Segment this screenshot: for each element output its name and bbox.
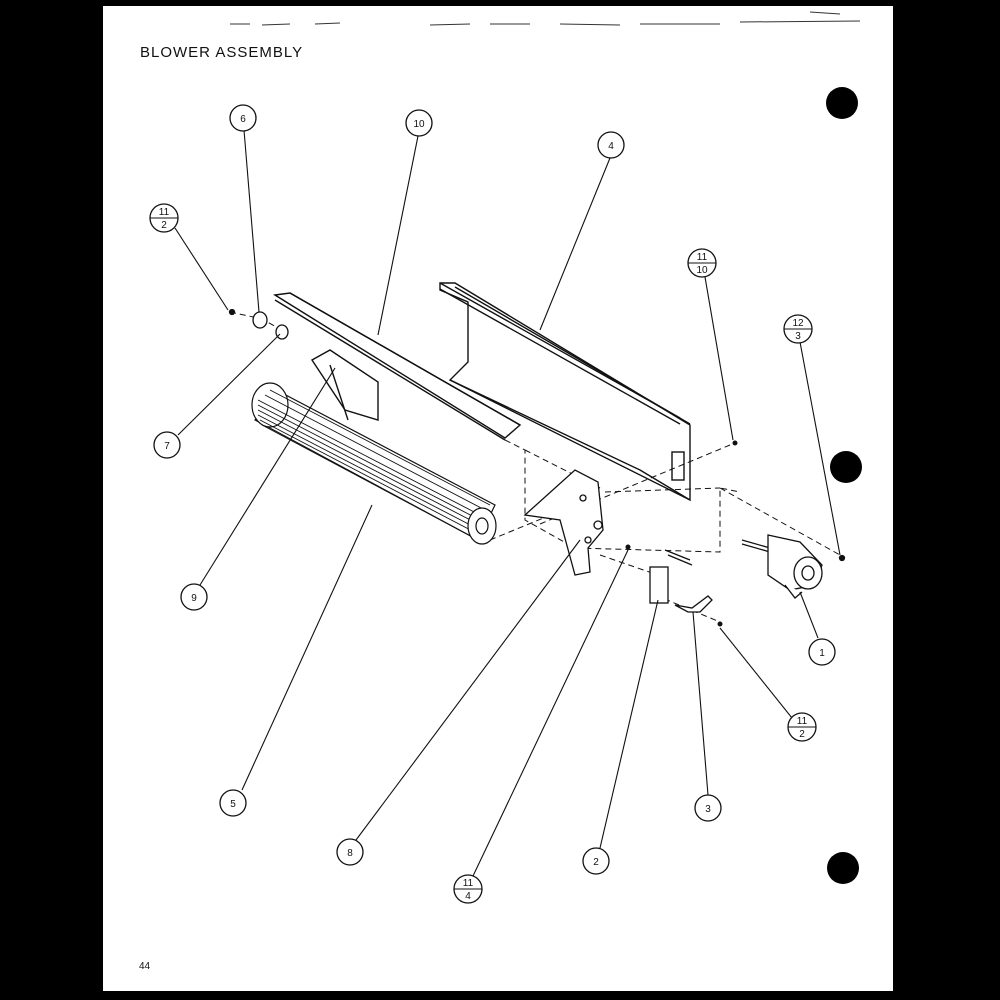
callout-8: 8 — [336, 838, 364, 866]
capacitor-strap — [674, 595, 713, 613]
blower-wheel — [251, 382, 497, 545]
svg-text:4: 4 — [465, 891, 471, 902]
svg-text:11: 11 — [159, 207, 170, 218]
screws — [625, 440, 738, 627]
diagram-title: BLOWER ASSEMBLY — [140, 44, 304, 61]
svg-text:7: 7 — [164, 441, 170, 452]
callout-7: 7 — [153, 431, 181, 459]
callout-1: 1 — [808, 638, 836, 666]
binder-hole-middle — [830, 451, 862, 483]
svg-text:2: 2 — [799, 729, 805, 740]
callout-2: 2 — [582, 847, 610, 875]
callout-10: 10 — [405, 109, 433, 137]
leader-lines — [174, 129, 841, 877]
svg-text:11: 11 — [797, 716, 808, 727]
svg-text:10: 10 — [413, 119, 425, 130]
svg-text:3: 3 — [795, 331, 801, 342]
callout-3: 3 — [694, 794, 722, 822]
blower-motor — [741, 534, 846, 599]
callout-4: 4 — [597, 131, 625, 159]
scan-noise — [230, 11, 861, 26]
callout-11-over-10: 11 10 — [687, 248, 717, 278]
svg-text:6: 6 — [240, 114, 246, 125]
callout-6: 6 — [229, 104, 257, 132]
svg-text:11: 11 — [463, 878, 474, 889]
blower-housing-panel — [439, 282, 691, 502]
svg-text:4: 4 — [608, 141, 614, 152]
page-number: 44 — [139, 961, 151, 972]
capacitor — [649, 549, 693, 604]
binder-hole-top — [826, 87, 858, 119]
svg-text:1: 1 — [819, 648, 825, 659]
parts-diagram-page: BLOWER ASSEMBLY 44 — [103, 6, 893, 991]
svg-text:8: 8 — [347, 848, 353, 859]
callout-11-over-2-right: 11 2 — [787, 712, 817, 742]
svg-text:2: 2 — [593, 857, 599, 868]
callout-11-over-4: 11 4 — [453, 874, 483, 904]
bearing-collar — [228, 308, 289, 340]
blower-scroll-shelf — [272, 292, 522, 441]
svg-text:10: 10 — [696, 265, 708, 276]
callout-5: 5 — [219, 789, 247, 817]
callout-9: 9 — [180, 583, 208, 611]
svg-text:12: 12 — [792, 318, 804, 329]
svg-text:5: 5 — [230, 799, 236, 810]
binder-hole-bottom — [827, 852, 859, 884]
svg-text:11: 11 — [697, 252, 708, 263]
callout-12-over-3: 12 3 — [783, 314, 813, 344]
callout-11-over-2-top: 11 2 — [149, 203, 179, 233]
svg-text:3: 3 — [705, 804, 711, 815]
motor-mount-bracket — [523, 469, 604, 576]
svg-text:2: 2 — [161, 220, 167, 231]
svg-text:9: 9 — [191, 593, 197, 604]
